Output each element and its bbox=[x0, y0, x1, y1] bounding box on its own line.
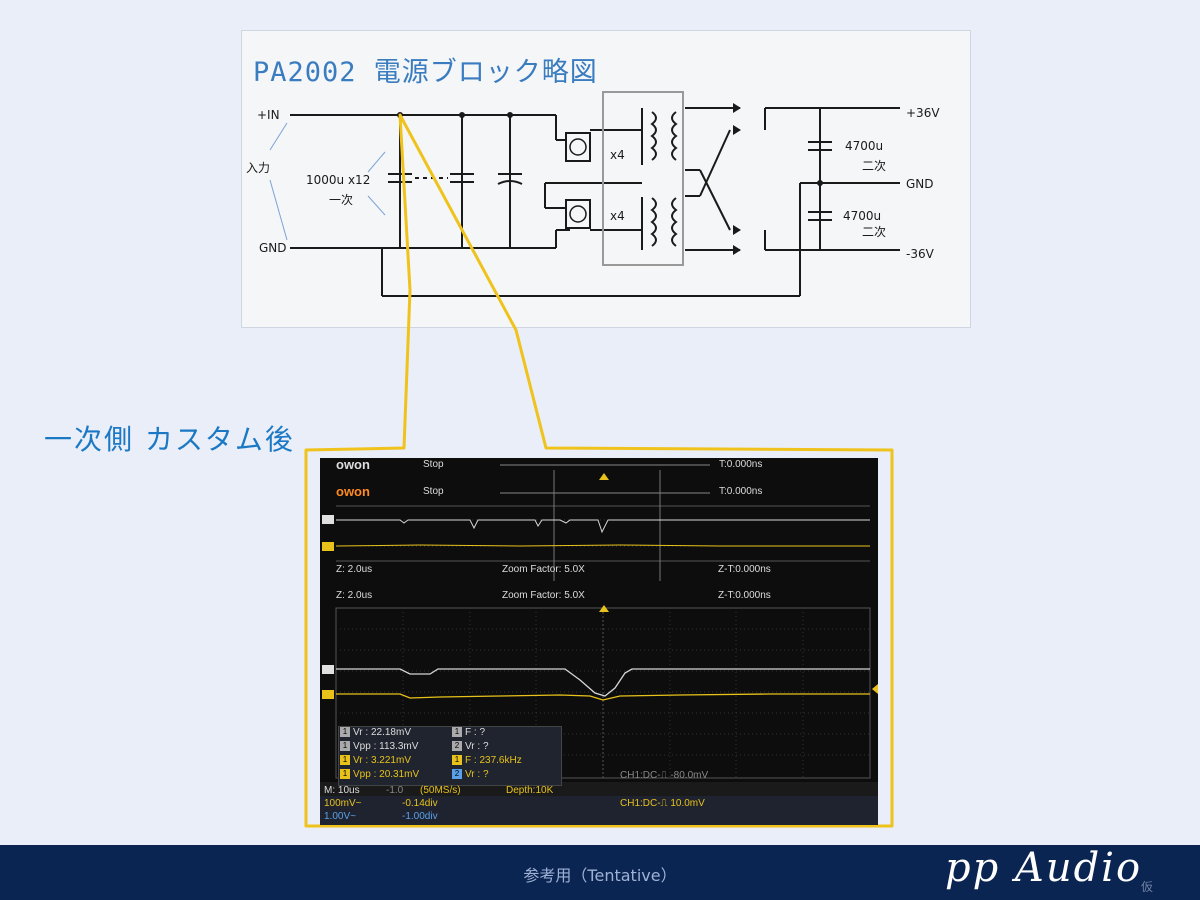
side-label: 一次側 カスタム後 bbox=[44, 423, 295, 456]
footer-bar bbox=[0, 845, 1200, 900]
label-in-plus: +IN bbox=[257, 108, 280, 122]
footer-note: 参考用（Tentative） bbox=[523, 866, 677, 885]
zoom-top-factor: Zoom Factor: 5.0X bbox=[502, 564, 585, 575]
callout-outline bbox=[304, 113, 894, 828]
label-gnd-in: GND bbox=[259, 241, 287, 255]
status-rate: (50MS/s) bbox=[420, 785, 461, 796]
status-ch2-pos: -1.00div bbox=[402, 811, 438, 822]
measurement-panel bbox=[338, 726, 562, 786]
status-depth: Depth:10K bbox=[506, 785, 554, 796]
label-out-gnd: GND bbox=[906, 177, 934, 191]
scope-state-main: Stop bbox=[423, 486, 444, 497]
zoom-top-zt: Z-T:0.000ns bbox=[718, 564, 771, 575]
status-ch2-scale: 1.00V~ bbox=[324, 811, 356, 822]
brand-sub: 仮 bbox=[1141, 880, 1154, 894]
scope-brand-top: owon bbox=[336, 458, 370, 472]
trigger-ghost: CH1:DC-⎍ -80.0mV bbox=[620, 770, 709, 781]
label-out-minus: -36V bbox=[906, 247, 935, 261]
label-cap-out-top: 4700u bbox=[845, 139, 883, 153]
label-x4-bottom: x4 bbox=[610, 209, 625, 223]
zoom-main-zt: Z-T:0.000ns bbox=[718, 590, 771, 601]
scope-trigger-top: T:0.000ns bbox=[719, 459, 763, 470]
label-secondary-top: 二次 bbox=[862, 159, 886, 173]
label-primary: 一次 bbox=[329, 193, 353, 207]
label-input: 入力 bbox=[246, 161, 270, 175]
label-x4-top: x4 bbox=[610, 148, 625, 162]
status-ch1-pos: -0.14div bbox=[402, 798, 438, 809]
oscilloscope-screen: owon Stop T:0.000ns owon Stop T:0.000ns … bbox=[320, 458, 878, 825]
zoom-top-z: Z: 2.0us bbox=[336, 564, 373, 575]
status-timebase: M: 10us bbox=[324, 785, 360, 796]
label-out-plus: +36V bbox=[906, 106, 940, 120]
zoom-main-factor: Zoom Factor: 5.0X bbox=[502, 590, 585, 601]
scope-state-top: Stop bbox=[423, 459, 444, 470]
label-cap-out-bottom: 4700u bbox=[843, 209, 881, 223]
scope-trigger-main: T:0.000ns bbox=[719, 486, 763, 497]
schematic-title: PA2002 電源ブロック略図 bbox=[253, 57, 598, 88]
label-cap-primary: 1000u x12 bbox=[306, 173, 370, 187]
status-ch1-scale: 100mV~ bbox=[324, 798, 362, 809]
zoom-main-z: Z: 2.0us bbox=[336, 590, 373, 601]
status-offset1: -1.0 bbox=[386, 785, 404, 796]
scope-brand-main: owon bbox=[336, 484, 370, 499]
status-ch1-trigger: CH1:DC-⎍ 10.0mV bbox=[620, 798, 705, 809]
brand-logo: pp Audio bbox=[945, 845, 1143, 891]
label-secondary-bottom: 二次 bbox=[862, 225, 886, 239]
schematic-panel bbox=[241, 30, 971, 328]
